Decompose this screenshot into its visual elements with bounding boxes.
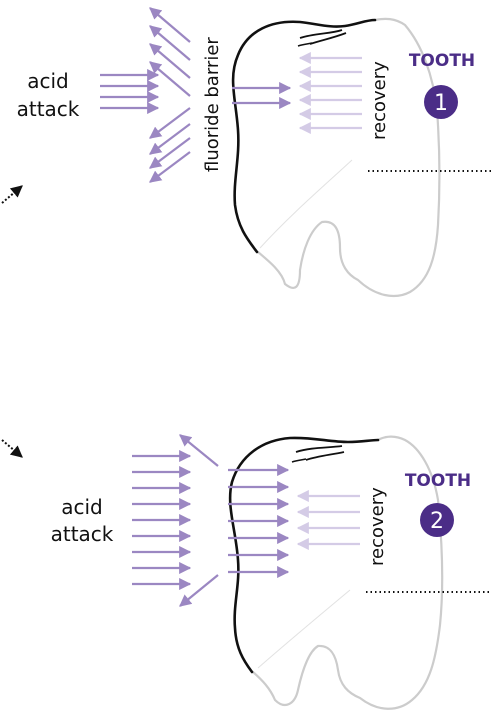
tooth-inner-line-2	[258, 590, 350, 668]
enamel-crack-1	[298, 43, 312, 46]
panel-tooth-1: acid attack fluoride barrier recovery TO…	[2, 8, 491, 296]
tooth-title-1: TOOTH	[409, 51, 475, 71]
fluoride-barrier-label: fluoride barrier	[202, 37, 223, 172]
acid-attack-label-1: attack	[17, 97, 80, 121]
deflected-arrow	[150, 8, 190, 42]
deflected-arrow	[150, 138, 190, 168]
deflected-arrow	[180, 435, 218, 466]
acid-arrows-2	[132, 456, 190, 584]
tooth-number-1: 1	[434, 91, 448, 116]
recovery-arrows-1	[300, 58, 362, 128]
tooth-number-2: 2	[430, 509, 444, 534]
deflected-arrow	[150, 108, 190, 138]
recovery-arrows-2	[298, 496, 360, 544]
tooth-enamel-1	[233, 20, 375, 252]
deflected-arrow	[150, 124, 190, 154]
panel-tooth-2: acid attack recovery TOOTH 2	[2, 435, 491, 709]
enamel-crack-2	[306, 452, 344, 460]
deflected-arrow	[150, 62, 190, 96]
deflected-arrow	[150, 26, 190, 60]
acid-attack-label-2: acid	[61, 495, 103, 519]
acid-attack-label-2: attack	[51, 522, 114, 546]
penetrating-arrows-1	[232, 88, 290, 103]
deflected-arrows-down-1	[150, 108, 190, 182]
recovery-label-2: recovery	[367, 487, 388, 566]
deflected-arrows-up-1	[150, 8, 190, 96]
deflected-arrow	[180, 575, 218, 606]
connector-arrow-1	[2, 186, 22, 203]
acid-arrows-1	[100, 75, 158, 108]
recovery-label-1: recovery	[369, 61, 390, 140]
deflected-arrow	[150, 152, 190, 182]
tooth-title-2: TOOTH	[405, 471, 471, 491]
enamel-crack-2	[296, 446, 342, 452]
connector-arrow-2	[2, 440, 22, 457]
acid-attack-label-1: acid	[27, 69, 69, 93]
enamel-crack-2	[292, 459, 306, 462]
deflected-arrow	[150, 44, 190, 78]
